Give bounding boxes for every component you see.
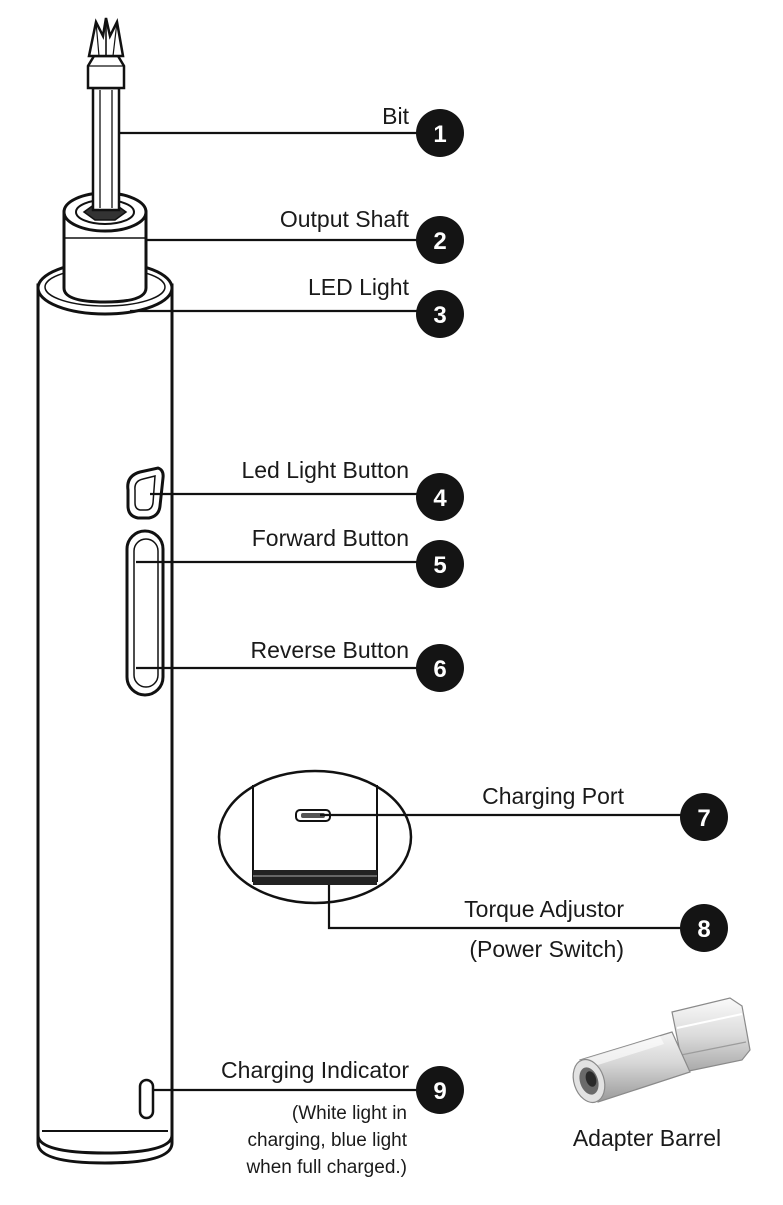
label-forward-button: Forward Button xyxy=(252,525,409,551)
bit-shape xyxy=(86,17,126,212)
label-power-switch: (Power Switch) xyxy=(469,936,624,962)
label-charging-port: Charging Port xyxy=(482,783,625,809)
badge-2: 2 xyxy=(416,216,464,264)
badge-5: 5 xyxy=(416,540,464,588)
label-bit: Bit xyxy=(382,103,409,129)
svg-text:9: 9 xyxy=(433,1078,446,1105)
label-torque-adjustor: Torque Adjustor xyxy=(464,896,624,922)
label-charging-indicator: Charging Indicator xyxy=(221,1057,409,1083)
svg-text:2: 2 xyxy=(433,228,446,255)
leader-torque xyxy=(327,885,681,930)
label-led-light-button: Led Light Button xyxy=(241,457,409,483)
leader-lines xyxy=(120,131,681,1092)
label-reverse-button: Reverse Button xyxy=(250,637,409,663)
led-light-button-shape xyxy=(126,466,165,520)
adapter-barrel-image xyxy=(572,997,751,1104)
svg-text:1: 1 xyxy=(433,121,446,148)
svg-text:6: 6 xyxy=(433,656,446,683)
callout-labels: Bit Output Shaft LED Light Led Light But… xyxy=(221,103,625,1178)
svg-text:4: 4 xyxy=(433,485,447,512)
svg-text:5: 5 xyxy=(433,552,446,579)
badge-1: 1 xyxy=(416,109,464,157)
note-line-1: (White light in xyxy=(292,1103,407,1124)
forward-reverse-rocker-shape xyxy=(125,529,165,697)
screwdriver-body xyxy=(36,260,174,1165)
callout-badges: 1 2 3 4 5 6 7 8 9 xyxy=(416,109,728,1114)
svg-text:3: 3 xyxy=(433,302,446,329)
badge-9: 9 xyxy=(416,1066,464,1114)
svg-text:7: 7 xyxy=(697,805,710,832)
svg-text:8: 8 xyxy=(697,916,710,943)
badge-6: 6 xyxy=(416,644,464,692)
label-led-light: LED Light xyxy=(308,274,410,300)
detail-inset xyxy=(217,769,413,905)
label-output-shaft: Output Shaft xyxy=(280,206,410,232)
badge-8: 8 xyxy=(680,904,728,952)
note-line-3: when full charged.) xyxy=(245,1157,407,1178)
note-line-2: charging, blue light xyxy=(248,1130,408,1151)
label-adapter-barrel: Adapter Barrel xyxy=(573,1125,721,1151)
badge-4: 4 xyxy=(416,473,464,521)
badge-7: 7 xyxy=(680,793,728,841)
charging-indicator-slot xyxy=(138,1078,155,1120)
badge-3: 3 xyxy=(416,290,464,338)
